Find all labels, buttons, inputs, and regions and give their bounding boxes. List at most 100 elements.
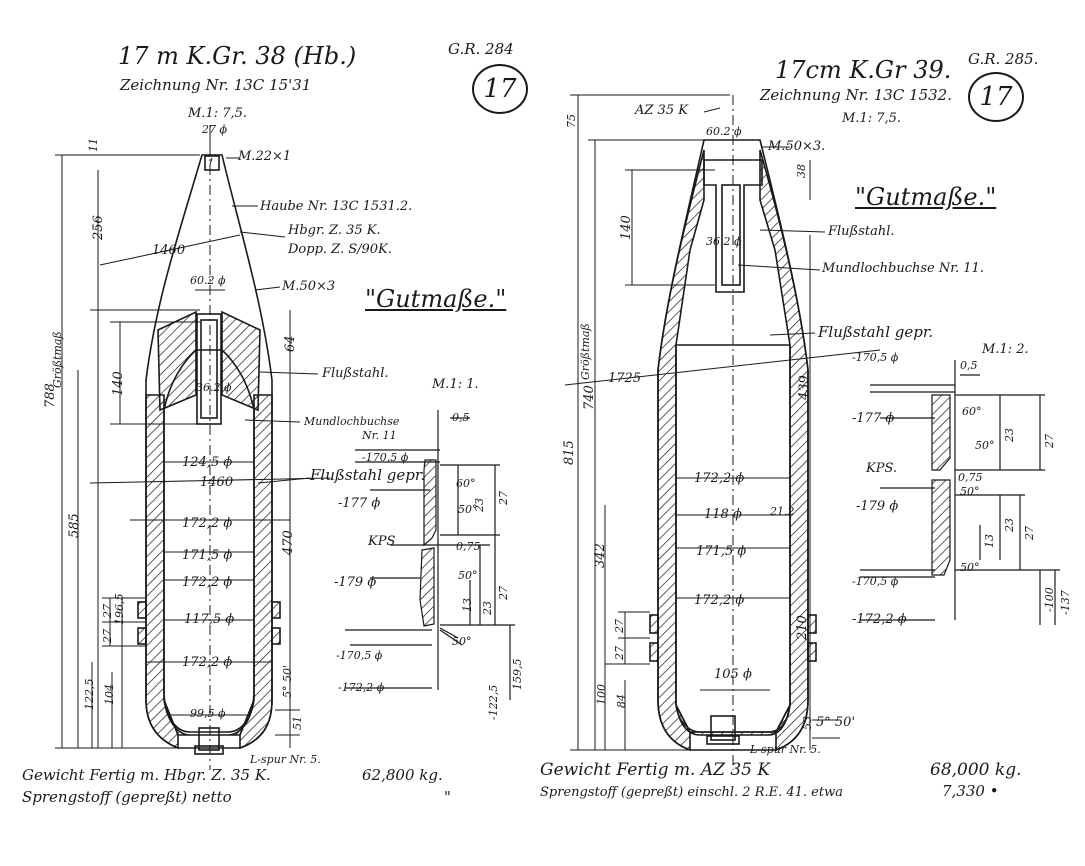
left-dim-1225: 122,5 — [83, 678, 96, 711]
right-detail-v100: -100 — [1043, 587, 1056, 612]
right-detail-d1705b: -170,5 ϕ — [852, 575, 899, 588]
left-label-hbgr: Hbgr. Z. 35 K. — [288, 223, 381, 238]
left-head-hatch-r — [222, 312, 260, 410]
left-detail-d075: 0,75 — [456, 540, 481, 553]
left-dim-27a: 27 — [101, 604, 114, 618]
left-dim-51: 51 — [291, 716, 304, 730]
left-label-d1722c: 172,2 ϕ — [182, 655, 233, 670]
right-detail — [860, 360, 1060, 625]
left-dim-64: 64 — [283, 335, 298, 352]
left-label-dopp: Dopp. Z. S/90K. — [288, 242, 392, 257]
left-dim-1965: 196,5 — [113, 593, 126, 626]
left-drawing-number: Zeichnung Nr. 13C 15'31 — [120, 76, 312, 94]
right-grossmass: Größtmaß — [579, 323, 592, 380]
right-drawing-number: Zeichnung Nr. 13C 1532. — [760, 86, 952, 104]
left-label-flussstahl-gepr: Flußstahl gepr. — [310, 466, 426, 484]
right-shell — [565, 95, 880, 770]
right-label-d105: 105 ϕ — [714, 667, 752, 682]
left-label-haube: Haube Nr. 13C 1531.2. — [260, 199, 413, 214]
left-gutmasse: "Gutmaße." — [365, 285, 507, 313]
left-scale: M.1: 7,5. — [188, 106, 248, 121]
left-dimensions — [55, 155, 300, 748]
right-dimensions — [570, 95, 840, 750]
left-label-d1175: 117,5 ϕ — [184, 612, 235, 627]
right-detail-v23b: 23 — [1003, 518, 1016, 532]
left-detail-v27: 27 — [497, 491, 510, 505]
right-gr-number: G.R. 285. — [968, 50, 1039, 68]
left-label-d362: 36.2 ϕ — [196, 381, 232, 394]
right-label-d1715: 171,5 ϕ — [696, 544, 747, 559]
right-title: 17cm K.Gr 39. — [775, 56, 952, 84]
right-detail-d1722: -172,2 ϕ — [852, 612, 907, 627]
right-weight-value: 68,000 kg. — [930, 760, 1022, 780]
right-label-d362: 36.2 ϕ — [706, 235, 742, 248]
left-label-m50: M.50×3 — [282, 279, 336, 294]
left-gr-number: G.R. 284 — [448, 40, 514, 58]
left-charge-line: Sprengstoff (gepreßt) netto — [22, 788, 232, 806]
left-label-d602: 60.2 ϕ — [190, 274, 226, 287]
right-label-d1722b: 172,2 ϕ — [694, 593, 745, 608]
left-dim-27b: 27 — [101, 629, 114, 643]
right-detail-v27b: 27 — [1023, 526, 1036, 540]
right-dim-740: 740 — [582, 385, 597, 410]
right-detail-scale: M.1: 2. — [982, 342, 1029, 357]
left-head-hatch — [158, 312, 196, 410]
left-angle-550: 5° 50' — [281, 664, 294, 698]
right-scale: M.1: 7,5. — [842, 111, 902, 126]
right-leaders — [704, 108, 825, 335]
left-dim-11: 11 — [87, 138, 100, 152]
left-label-r1460b: 1460 — [200, 475, 234, 490]
right-dim-100: 100 — [595, 684, 608, 705]
right-detail-v13: 13 — [983, 534, 996, 548]
left-detail-v1595: 159,5 — [511, 658, 524, 691]
right-dim-84: 84 — [615, 694, 628, 708]
right-dim-38: 38 — [795, 164, 808, 178]
left-title: 17 m K.Gr. 38 (Hb.) — [118, 42, 357, 70]
right-dim-439: 439 — [797, 375, 812, 400]
left-detail-a50a: 50° — [458, 503, 478, 516]
right-detail-d05: 0,5 — [960, 359, 978, 372]
left-dim-256: 256 — [91, 215, 106, 240]
right-label-d118: 118 ϕ — [704, 507, 742, 522]
left-dim-585: 585 — [67, 513, 82, 538]
left-detail-d177: -177 ϕ — [338, 496, 381, 511]
left-label-mundloch: Mundlochbuchse — [304, 415, 400, 428]
left-label-m22: M.22×1 — [238, 149, 292, 164]
right-detail-v137: -137 — [1059, 590, 1072, 615]
right-gutmasse: "Gutmaße." — [855, 183, 997, 211]
left-detail-v1225: -122,5 — [487, 684, 500, 720]
left-circle-number: 17 — [472, 64, 528, 114]
right-dim-815: 815 — [562, 440, 577, 465]
right-detail-d177: -177 ϕ — [852, 411, 895, 426]
left-label-d1245: 124,5 ϕ — [182, 455, 233, 470]
right-detail-a50b: 50° — [960, 485, 980, 498]
left-detail-v23: 23 — [473, 498, 486, 512]
right-label-flussstahl: Flußstahl. — [828, 224, 895, 239]
left-detail-d179: -179 ϕ — [334, 575, 377, 590]
right-weight-line: Gewicht Fertig m. AZ 35 K — [540, 760, 771, 780]
left-label-r1460a: 1460 — [152, 243, 186, 258]
right-detail-d179: -179 ϕ — [856, 499, 899, 514]
left-weight-value: 62,800 kg. — [362, 766, 443, 784]
right-dim-342: 342 — [593, 543, 608, 568]
left-detail-kps: KPS — [368, 534, 396, 549]
left-shell — [90, 125, 330, 770]
right-detail-v23: 23 — [1003, 428, 1016, 442]
right-circle-number: 17 — [968, 72, 1024, 122]
right-label-flussstahl-gepr: Flußstahl gepr. — [818, 323, 934, 341]
left-label-d1722b: 172,2 ϕ — [182, 575, 233, 590]
left-detail — [345, 410, 515, 700]
left-dim-140: 140 — [111, 371, 126, 396]
left-label-d1722a: 172,2 ϕ — [182, 516, 233, 531]
left-detail-a50b: 50° — [458, 569, 478, 582]
left-label-lspur: L-spur Nr. 5. — [250, 753, 321, 766]
right-charge-value: 7,330 • — [942, 782, 999, 800]
left-weight-line: Gewicht Fertig m. Hbgr. Z. 35 K. — [22, 766, 271, 784]
left-detail-v27b: 27 — [497, 586, 510, 600]
left-dim-104: 104 — [103, 684, 116, 705]
right-angle-550: 5° 50' — [816, 715, 856, 730]
left-wall-hatch-left — [146, 395, 178, 748]
left-dim-470: 470 — [281, 530, 296, 555]
left-label-d1715: 171,5 ϕ — [182, 548, 233, 563]
